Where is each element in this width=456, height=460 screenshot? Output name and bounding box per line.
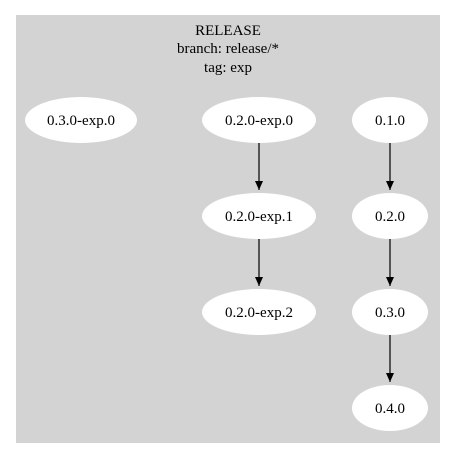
node-label: 0.2.0-exp.0 [225,113,293,129]
cluster-title: RELEASE [195,23,261,39]
node-0.2.0-exp.0[interactable]: 0.2.0-exp.0 [202,97,316,143]
node-0.2.0-exp.2[interactable]: 0.2.0-exp.2 [202,289,316,335]
node-label: 0.2.0 [375,209,405,225]
node-0.2.0[interactable]: 0.2.0 [352,193,428,239]
node-ellipse [352,289,428,335]
node-ellipse [202,193,316,239]
node-label: 0.1.0 [375,113,405,129]
node-label: 0.2.0-exp.1 [225,209,293,225]
node-ellipse [352,97,428,143]
cluster-branch-label: branch: release/* [177,41,279,57]
node-0.3.0[interactable]: 0.3.0 [352,289,428,335]
node-0.2.0-exp.1[interactable]: 0.2.0-exp.1 [202,193,316,239]
node-ellipse [25,97,137,143]
node-ellipse [202,97,316,143]
node-ellipse [202,289,316,335]
node-0.3.0-exp.0[interactable]: 0.3.0-exp.0 [25,97,137,143]
node-ellipse [352,193,428,239]
node-ellipse [352,385,428,431]
node-label: 0.3.0-exp.0 [47,113,115,129]
node-0.4.0[interactable]: 0.4.0 [352,385,428,431]
node-label: 0.4.0 [375,401,405,417]
node-label: 0.3.0 [375,305,405,321]
cluster-tag-label: tag: exp [204,60,252,76]
node-label: 0.2.0-exp.2 [225,305,293,321]
edges [255,143,394,382]
node-0.1.0[interactable]: 0.1.0 [352,97,428,143]
